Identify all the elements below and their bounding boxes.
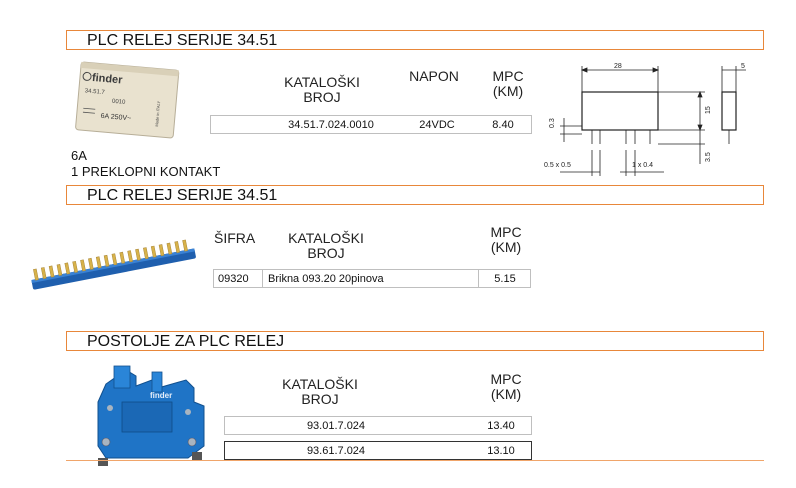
s2-header-catalog: KATALOŠKI BROJ xyxy=(288,230,364,261)
s2-header-price: MPC (KM) xyxy=(490,224,522,255)
s3-header-price: MPC (KM) xyxy=(490,371,522,402)
s3-header-catalog: KATALOŠKI BROJ xyxy=(282,376,358,407)
section1-title: PLC RELEJ SERIJE 34.51 xyxy=(66,30,764,50)
svg-text:6A 250V~: 6A 250V~ xyxy=(100,113,131,123)
relay-brand-text: finder xyxy=(91,72,123,87)
bridge-image xyxy=(31,239,196,290)
s1-product-row: 34.51.7.024.0010 24VDC 8.40 xyxy=(210,115,532,134)
svg-text:Made in ITALY: Made in ITALY xyxy=(154,100,161,127)
s3-product-row-1: 93.01.7.024 13.40 xyxy=(224,416,532,435)
socket-brand-text: finder xyxy=(150,391,172,400)
s2-product-row: 09320 Brikna 093.20 20pinova 5.15 xyxy=(213,269,531,288)
dim-depth: 5 xyxy=(741,63,745,70)
section3-title: POSTOLJE ZA PLC RELEJ xyxy=(66,331,764,351)
dim-pin-b: 1 x 0.4 xyxy=(632,162,653,169)
s2-code-value: 09320 xyxy=(218,273,249,285)
s3-price-value-1: 13.40 xyxy=(487,420,515,432)
bottom-divider xyxy=(66,460,764,461)
s1-catalog-value: 34.51.7.024.0010 xyxy=(288,119,374,131)
dim-height: 15 xyxy=(705,106,712,114)
s1-header-voltage: NAPON xyxy=(409,68,459,84)
s1-note-current: 6A xyxy=(71,148,87,163)
s1-note-contact: 1 PREKLOPNI KONTAKT xyxy=(71,164,221,179)
s3-price-value-2: 13.10 xyxy=(487,445,515,457)
svg-text:34.51.7: 34.51.7 xyxy=(85,88,106,96)
s2-header-code: ŠIFRA xyxy=(214,230,256,246)
svg-text:0010: 0010 xyxy=(112,99,126,106)
s3-catalog-value-1: 93.01.7.024 xyxy=(306,420,366,432)
s3-product-row-2: 93.61.7.024 13.10 xyxy=(224,441,532,460)
dim-pin-length: 3.5 xyxy=(705,152,712,162)
relay-dimension-drawing: 28 5 15 0.3 3.5 0.5 x 0.5 1 x 0.4 xyxy=(544,63,746,176)
s2-price-value: 5.15 xyxy=(494,273,516,285)
s2-catalog-value: Brikna 093.20 20pinova xyxy=(268,273,384,285)
dim-pin-a: 0.5 x 0.5 xyxy=(544,162,571,169)
socket-image: finder xyxy=(97,365,205,466)
s3-catalog-value-2: 93.61.7.024 xyxy=(306,445,366,457)
s1-header-price: MPC (KM) xyxy=(492,68,524,99)
section2-title: PLC RELEJ SERIJE 34.51 xyxy=(66,185,764,205)
relay-image: finder 34.51.7 0010 6A 250V~ Made in ITA… xyxy=(75,61,180,139)
dim-gap: 0.3 xyxy=(549,118,556,128)
s1-voltage-value: 24VDC xyxy=(419,119,455,131)
s1-price-value: 8.40 xyxy=(492,119,514,131)
s1-header-catalog: KATALOŠKI BROJ xyxy=(284,74,360,105)
dim-width: 28 xyxy=(614,63,622,70)
